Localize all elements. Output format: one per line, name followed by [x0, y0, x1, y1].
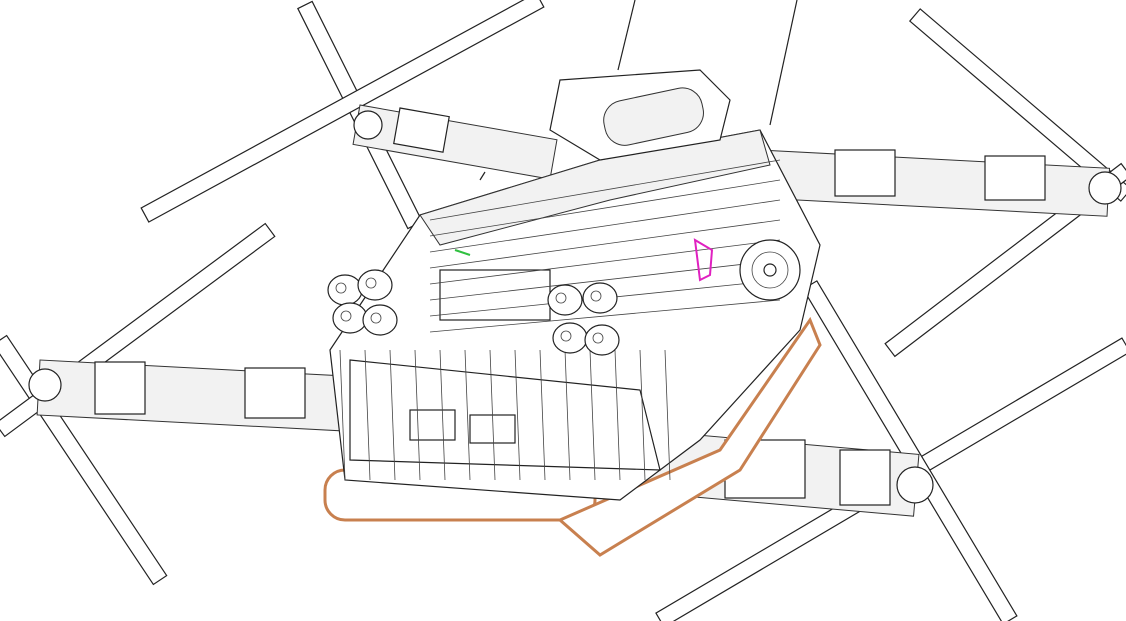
rocket-tip [590, 290, 602, 302]
rocket-tip [592, 332, 604, 344]
hull-panel-line [429, 259, 781, 301]
hull-panel-line [564, 349, 571, 481]
hull-panel-line [664, 349, 671, 481]
hull-panel-line [429, 159, 781, 221]
hull-panel-line [429, 199, 781, 253]
hull-panel-line [429, 219, 781, 269]
side-fan [739, 239, 801, 301]
hull-panel-line [414, 349, 421, 481]
rocket-nose [552, 322, 588, 354]
rotor-hub-left [28, 368, 62, 402]
hull-panel-line [639, 349, 646, 481]
rotor-hub-top-left [353, 110, 383, 140]
arm-right [756, 149, 1111, 217]
green-part [454, 249, 471, 256]
hull-panel-line [429, 239, 781, 285]
hull [329, 129, 821, 501]
top-module [479, 0, 798, 181]
hull-panel-line [339, 349, 346, 481]
hull-panel-line [429, 179, 781, 237]
arm-bottom-right [634, 429, 920, 517]
rocket-nose [584, 324, 620, 356]
hull-panel-line [389, 349, 396, 481]
hull-panel-line [514, 349, 521, 481]
rotor-blade [802, 280, 1018, 621]
hull-panel-line [439, 349, 446, 481]
rocket-nose [362, 304, 398, 336]
rocket-tip [555, 292, 567, 304]
hull-panel-line [429, 299, 781, 333]
rotor-hub-right [1088, 171, 1122, 205]
rocket-tip [560, 330, 572, 342]
hull-panel-line [364, 349, 371, 481]
rotor-hub-bottom-right [896, 466, 934, 504]
rotor-blade [908, 8, 1126, 202]
magenta-part [693, 238, 714, 282]
arm-left [36, 359, 371, 433]
rocket-nose [547, 284, 583, 316]
rocket-tip [335, 282, 347, 294]
hull-panel-line [614, 349, 621, 481]
rocket-tip [340, 310, 352, 322]
rocket-nose [357, 269, 393, 301]
hull-panel-line [589, 349, 596, 481]
hull-detail-lines [339, 159, 781, 481]
hull-panel-line [539, 349, 546, 481]
rocket-nose [327, 274, 363, 306]
rocket-nose [582, 282, 618, 314]
rocket-nose [332, 302, 368, 334]
rocket-tip [370, 312, 382, 324]
rotor-blade [140, 0, 545, 223]
rocket-tip [365, 277, 377, 289]
hull-panel-line [464, 349, 471, 481]
hull-panel-line [489, 349, 496, 481]
